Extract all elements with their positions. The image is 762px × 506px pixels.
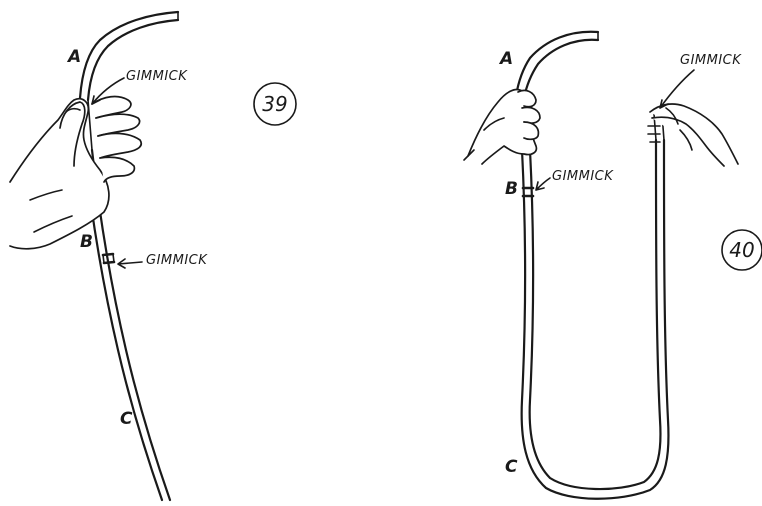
label-gimmick-top-39: GIMMICK (126, 69, 188, 84)
figure-39: A B C GIMMICK GIMMICK 39 (10, 12, 296, 500)
arrow-gimmick-right-40 (660, 70, 694, 108)
arrow-gimmick-left-40 (536, 178, 550, 190)
label-b-39: B (80, 232, 93, 252)
label-b-40: B (505, 179, 518, 199)
label-c-39: C (120, 409, 133, 429)
arrow-gimmick-mid-39 (118, 259, 142, 268)
left-hand-40 (464, 90, 540, 165)
label-a-39: A (66, 47, 81, 67)
figure-number-39: 39 (254, 83, 296, 125)
hand-39 (10, 97, 141, 249)
figure-number-40-text: 40 (729, 238, 754, 262)
label-c-40: C (505, 457, 518, 477)
label-gimmick-mid-39: GIMMICK (146, 253, 208, 268)
label-gimmick-right-40: GIMMICK (680, 53, 742, 68)
label-gimmick-left-40: GIMMICK (552, 169, 614, 184)
figure-40: A B C GIMMICK GIMMICK 40 (464, 32, 762, 499)
rope-40 (516, 32, 668, 499)
right-hand-40 (648, 104, 738, 166)
figure-number-40: 40 (722, 230, 762, 270)
label-a-40: A (498, 49, 513, 69)
figure-number-39-text: 39 (262, 92, 287, 116)
